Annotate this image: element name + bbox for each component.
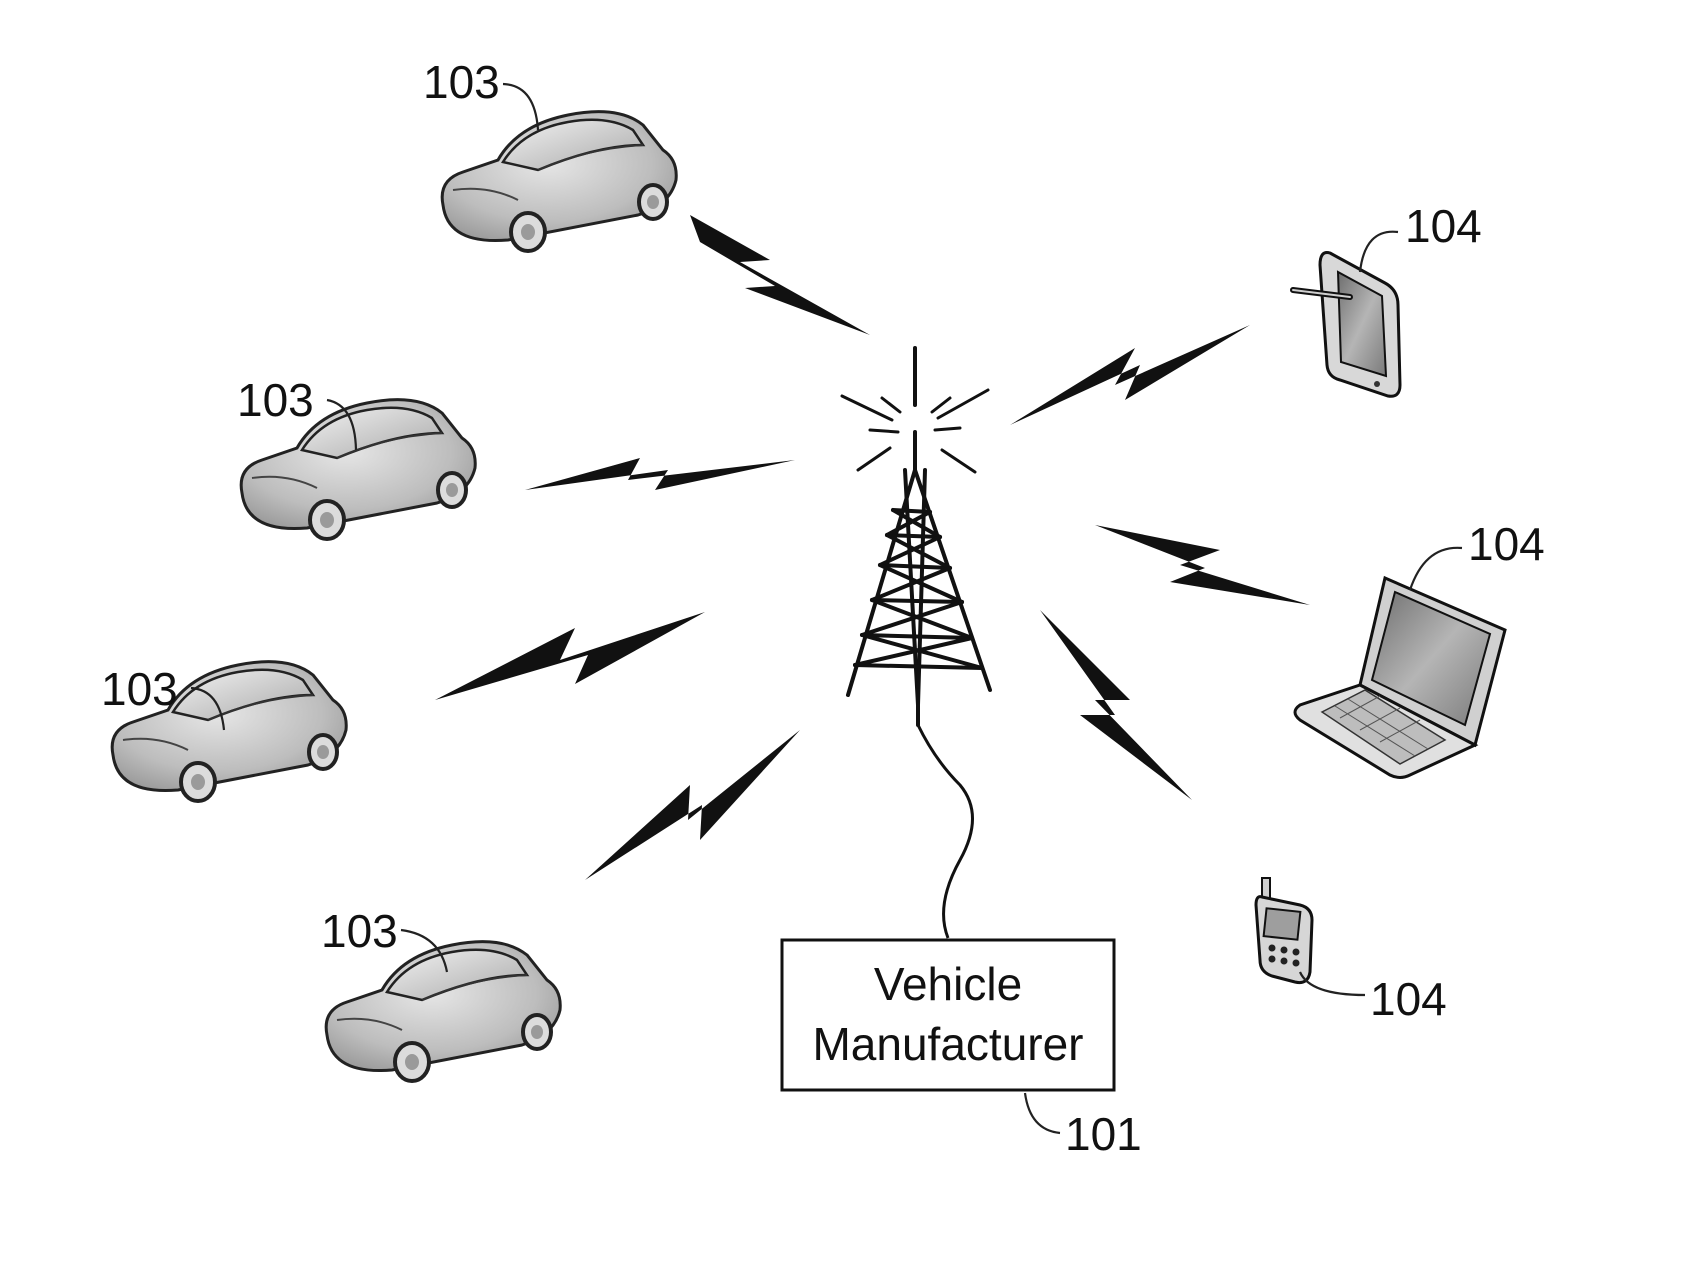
manufacturer-label-line1: Vehicle xyxy=(874,958,1022,1010)
vehicle-ref-label: 103 xyxy=(237,374,314,426)
vehicle-ref-label: 103 xyxy=(321,905,398,957)
phone-ref-label: 104 xyxy=(1370,973,1447,1025)
tablet-ref-label: 104 xyxy=(1405,200,1482,252)
tablet-icon xyxy=(1293,253,1400,397)
vehicle-ref-label: 103 xyxy=(101,663,178,715)
manufacturer-leader-line xyxy=(1025,1093,1060,1133)
vehicle-manufacturer-box: Vehicle Manufacturer xyxy=(782,940,1114,1090)
tablet-leader-line xyxy=(1360,232,1398,272)
mobile-phone-icon xyxy=(1256,878,1312,983)
wireless-link-icon xyxy=(435,215,1310,880)
vehicle-ref-label: 103 xyxy=(423,56,500,108)
manufacturer-ref-label: 101 xyxy=(1065,1108,1142,1160)
manufacturer-label-line2: Manufacturer xyxy=(812,1018,1083,1070)
laptop-ref-label: 104 xyxy=(1468,518,1545,570)
vehicle-car-icon xyxy=(442,112,676,251)
vehicle-leader-line xyxy=(503,84,538,130)
cable-connector xyxy=(918,725,973,938)
vehicle-car-icon xyxy=(326,942,560,1081)
laptop-leader-line xyxy=(1410,548,1462,590)
laptop-icon xyxy=(1295,578,1505,778)
cell-tower-icon xyxy=(842,348,990,725)
